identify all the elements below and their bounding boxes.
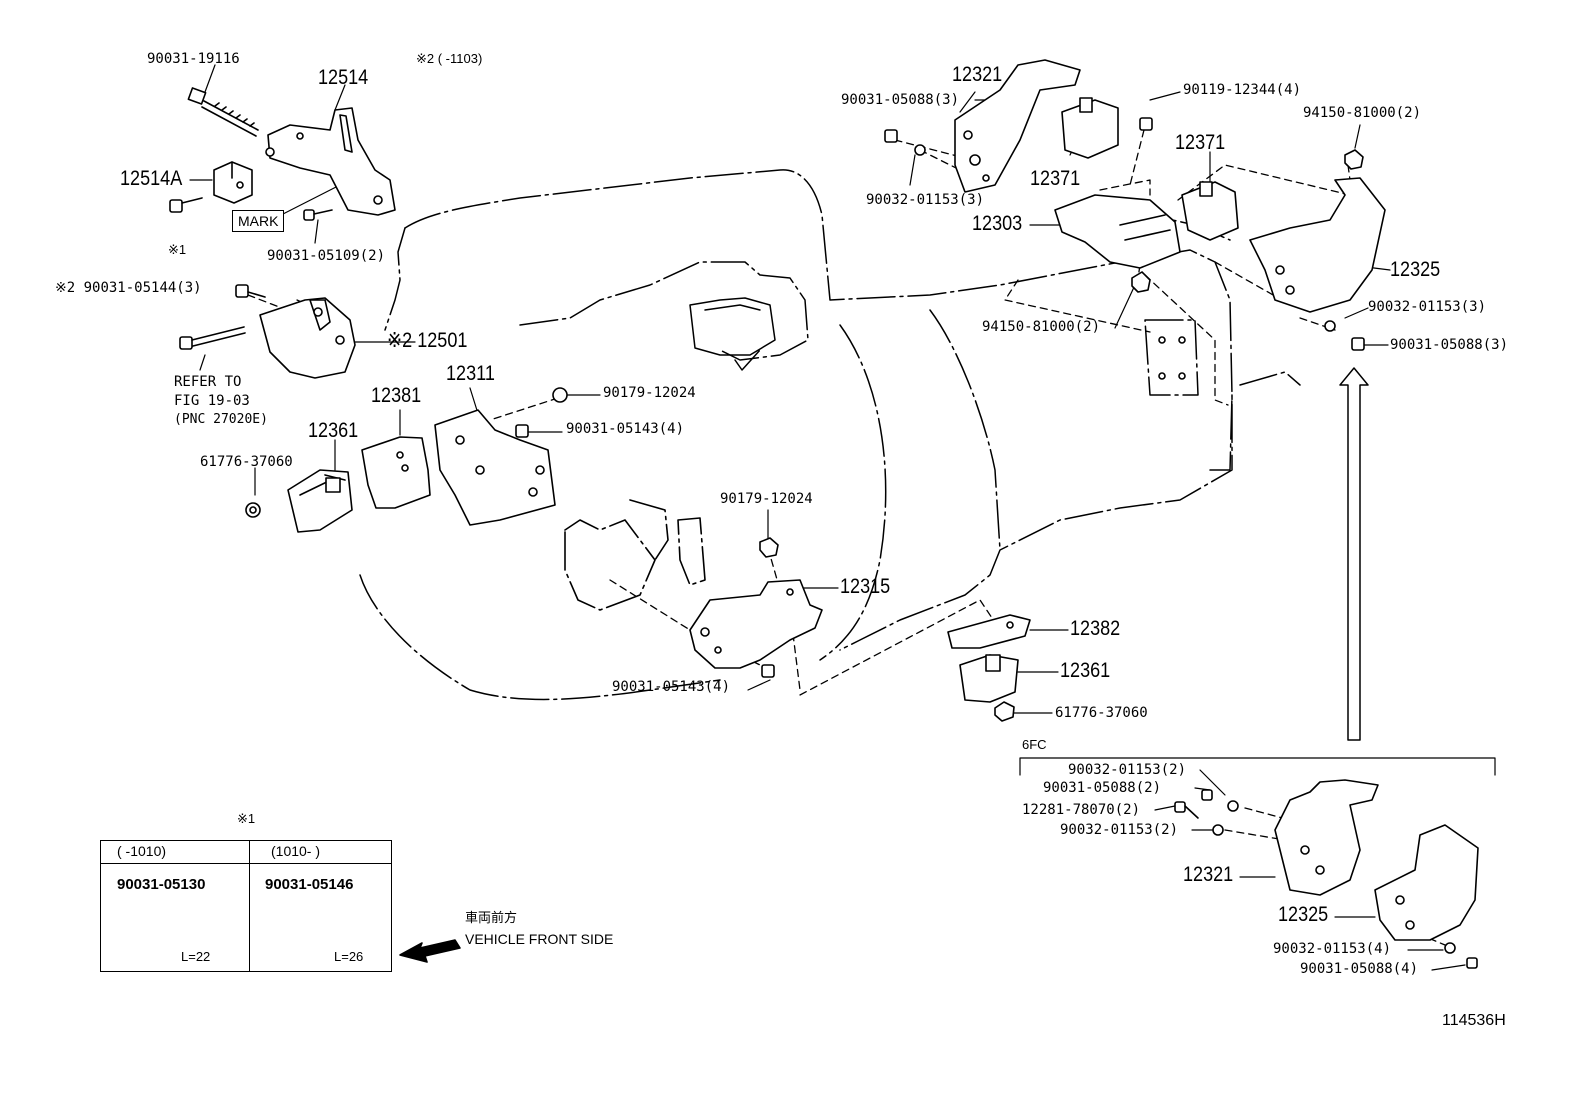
bracket-12325-top-drawing <box>1249 177 1386 313</box>
inset-column-divider <box>249 841 250 971</box>
refer-to-line3: (PNC 27020E) <box>174 412 268 427</box>
vehicle-front-jp: 車両前方 <box>465 911 518 926</box>
callout-90031-05143-upper: 90031-05143(4) <box>566 421 685 437</box>
bolt-length-inset: ( -1010) (1010- ) 90031-05130 90031-0514… <box>100 840 392 972</box>
callout-12325-top: 12325 <box>1390 258 1441 281</box>
callout-6fc-12321: 12321 <box>1183 863 1234 886</box>
refer-to-line2: FIG 19-03 <box>174 393 250 409</box>
refer-to-line1: REFER TO <box>174 374 242 390</box>
callout-6fc-90032-b: 90032-01153(2) <box>1060 822 1179 838</box>
bolt-90031-19116-drawing <box>187 87 259 137</box>
part-12514A-drawing <box>213 161 253 204</box>
gear-housing <box>689 297 776 356</box>
callout-90031-05088-top: 90031-05088(3) <box>841 92 960 108</box>
callout-6fc-12325: 12325 <box>1278 903 1329 926</box>
callout-90031-05088-right: 90031-05088(3) <box>1390 337 1509 353</box>
transmission-plate <box>1144 319 1199 396</box>
callout-12315: 12315 <box>840 575 891 598</box>
bracket-12321-top-drawing <box>954 59 1081 193</box>
callout-6fc-12281: 12281-78070(2) <box>1022 802 1141 818</box>
callout-6fc-90031-c: 90031-05088(4) <box>1300 961 1419 977</box>
vehicle-front-en: VEHICLE FRONT SIDE <box>465 931 614 947</box>
callout-12361-right: 12361 <box>1060 659 1111 682</box>
callout-12514A: 12514A <box>120 167 183 190</box>
vehicle-front-arrow <box>399 939 461 963</box>
callout-12381: 12381 <box>371 384 422 407</box>
inset-note-marker: ※1 <box>237 811 256 826</box>
inset-left-length: L=22 <box>181 949 211 964</box>
mount-12371-a-drawing <box>1061 97 1119 159</box>
callout-90179-upper: 90179-12024 <box>603 385 696 401</box>
inset-right-length: L=26 <box>334 949 364 964</box>
callout-61776-right: 61776-37060 <box>1055 705 1148 721</box>
callout-61776-left: 61776-37060 <box>200 454 293 470</box>
cushion-12381-drawing <box>361 436 431 509</box>
callout-12303: 12303 <box>972 212 1023 235</box>
inset-left-header: ( -1010) <box>117 843 167 859</box>
callout-12311: 12311 <box>446 362 495 385</box>
note-2-range: ※2 ( -1103) <box>416 51 483 66</box>
callout-90032-01153-right: 90032-01153(3) <box>1368 299 1487 315</box>
callout-6fc-90032-a: 90032-01153(2) <box>1068 762 1187 778</box>
leader-lines <box>189 64 1466 971</box>
lower-frame-drawing <box>564 499 706 611</box>
callout-90031-19116: 90031-19116 <box>147 51 240 67</box>
inset-left-part: 90031-05130 <box>117 876 206 893</box>
engine-outline <box>359 169 1301 701</box>
callout-90119-12344: 90119-12344(4) <box>1183 82 1302 98</box>
bracket-12321-lower-drawing <box>1274 779 1379 896</box>
callout-12321-top: 12321 <box>952 63 1003 86</box>
assembly-lines <box>247 129 1446 946</box>
mount-12361-right-drawing <box>959 654 1019 703</box>
note-1-marker: ※1 <box>168 242 187 257</box>
inset-right-header: (1010- ) <box>271 843 321 859</box>
callout-12514: 12514 <box>318 66 369 89</box>
crossmember-12303-drawing <box>1054 194 1181 269</box>
bracket-12311-drawing <box>434 409 556 526</box>
callout-90031-05143-lower: 90031-05143(4) <box>612 679 731 695</box>
group-6fc-bracket <box>1019 757 1496 776</box>
cover-12382-drawing <box>947 614 1031 649</box>
callout-94150-mid: 94150-81000(2) <box>982 319 1101 335</box>
callout-6fc-90032-c: 90032-01153(4) <box>1273 941 1392 957</box>
stud-refer-drawing <box>179 326 246 350</box>
arrow-up <box>1339 367 1369 741</box>
bracket-12514-drawing <box>265 107 396 216</box>
bracket-12325-lower-drawing <box>1374 824 1479 941</box>
callout-12382: 12382 <box>1070 617 1121 640</box>
mount-12371-b-drawing <box>1181 181 1239 241</box>
callout-12371-b: 12371 <box>1175 131 1226 154</box>
callout-12361-left: 12361 <box>308 419 359 442</box>
mount-12361-left-drawing <box>287 469 353 533</box>
callout-12501: ※2 12501 <box>387 329 468 352</box>
inset-header-divider <box>101 863 391 864</box>
callout-90031-05109: 90031-05109(2) <box>267 248 386 264</box>
callout-90031-05144: ※2 90031-05144(3) <box>55 280 202 296</box>
callout-6fc-90031-a: 90031-05088(2) <box>1043 780 1162 796</box>
inset-right-part: 90031-05146 <box>265 876 354 893</box>
bracket-12315-drawing <box>689 579 823 669</box>
mark-label: MARK <box>232 210 285 232</box>
callout-12371-a: 12371 <box>1030 167 1081 190</box>
callout-94150-top: 94150-81000(2) <box>1303 105 1422 121</box>
figure-id: 114536H <box>1442 1012 1506 1029</box>
mount-12501-drawing <box>259 297 356 379</box>
callout-90179-lower: 90179-12024 <box>720 491 813 507</box>
callout-90032-01153-top: 90032-01153(3) <box>866 192 985 208</box>
group-6fc-label: 6FC <box>1022 737 1047 752</box>
small-bolts-left <box>169 197 333 298</box>
